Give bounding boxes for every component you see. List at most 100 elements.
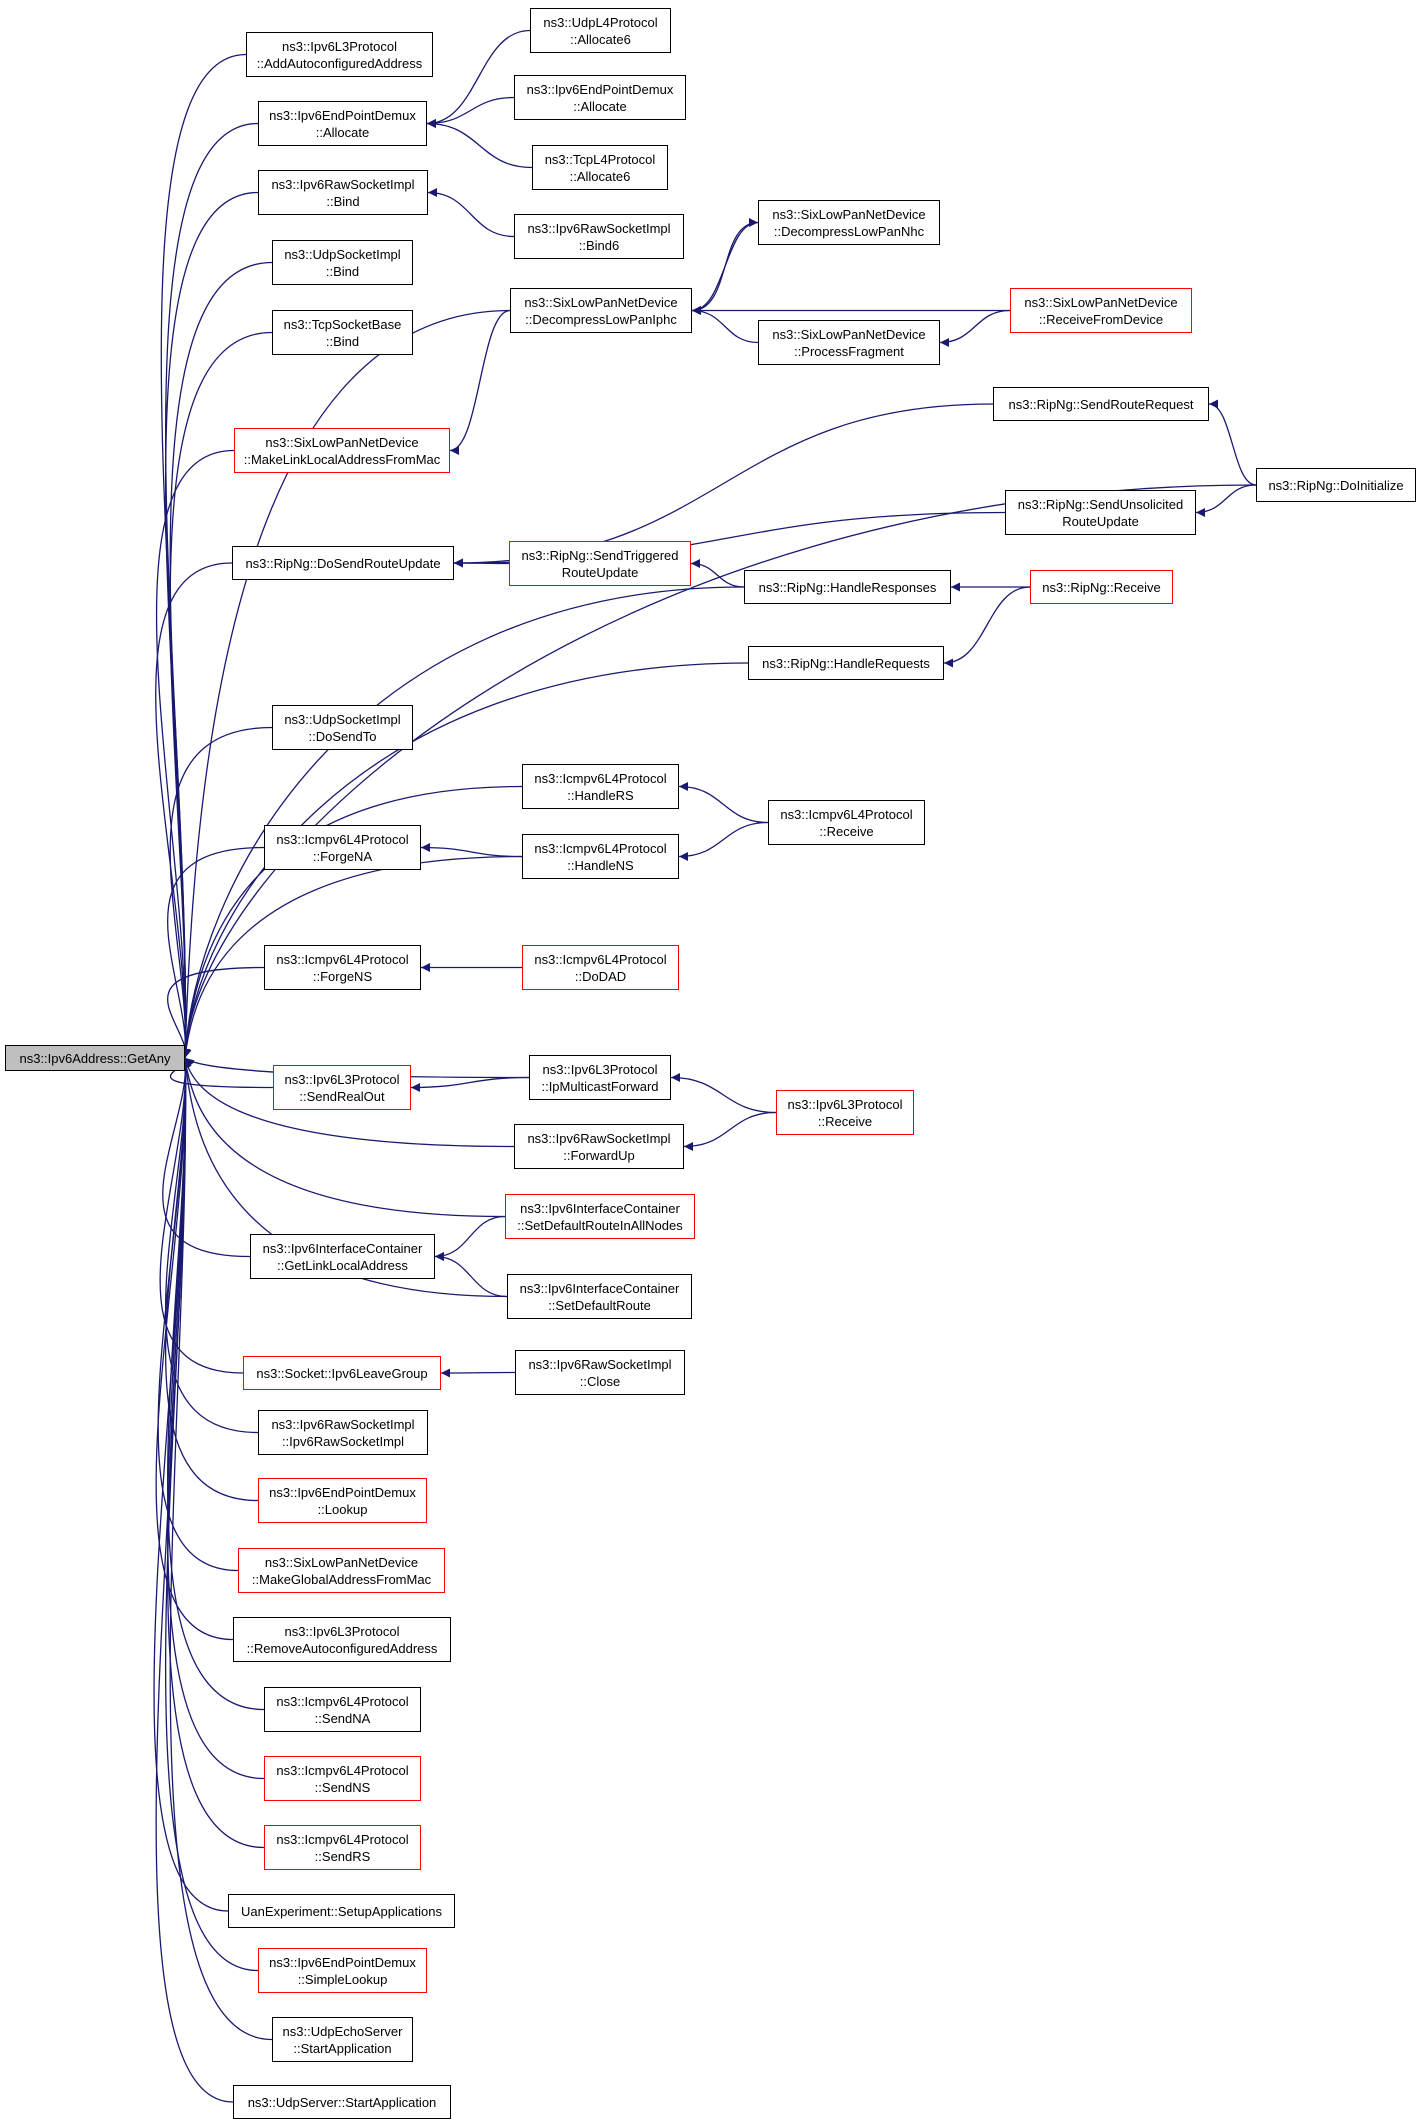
node-label-line: ns3::Icmpv6L4Protocol xyxy=(534,951,667,967)
node-label-line: ns3::UdpSocketImpl xyxy=(284,711,401,727)
node-udpl4-alloc6[interactable]: ns3::UdpL4Protocol::Allocate6 xyxy=(530,8,671,53)
node-ripng-doinit[interactable]: ns3::RipNg::DoInitialize xyxy=(1256,468,1416,502)
node-label-line: ns3::Ipv6EndPointDemux xyxy=(269,107,416,123)
node-ifc-setdefall[interactable]: ns3::Ipv6InterfaceContainer::SetDefaultR… xyxy=(505,1194,695,1239)
node-label-line: ns3::SixLowPanNetDevice xyxy=(772,206,926,222)
node-label-line: ::DecompressLowPanIphc xyxy=(525,311,677,327)
edge-ripng-sendtrig-to-ripng-dosend xyxy=(453,558,510,568)
node-rawsock-fwdup[interactable]: ns3::Ipv6RawSocketImpl::ForwardUp xyxy=(514,1124,684,1169)
node-sock-leavegroup[interactable]: ns3::Socket::Ipv6LeaveGroup xyxy=(243,1356,441,1390)
node-epd-lookup[interactable]: ns3::Ipv6EndPointDemux::Lookup xyxy=(258,1478,427,1523)
node-udpsock-bind[interactable]: ns3::UdpSocketImpl::Bind xyxy=(272,240,413,285)
node-ifc-getlinklocal[interactable]: ns3::Ipv6InterfaceContainer::GetLinkLoca… xyxy=(250,1234,435,1279)
node-label-line: ::HandleRS xyxy=(567,787,634,803)
node-six-mklinklocal[interactable]: ns3::SixLowPanNetDevice::MakeLinkLocalAd… xyxy=(234,428,450,473)
node-udpecho-start[interactable]: ns3::UdpEchoServer::StartApplication xyxy=(272,2017,413,2062)
node-label-line: ::Allocate xyxy=(573,98,627,114)
edge-ifc-setdefall-to-root xyxy=(181,1057,506,1218)
edge-ripng-doinit-to-root xyxy=(180,484,1257,1059)
edge-ifc-getlinklocal-to-root xyxy=(162,1057,251,1258)
node-ripng-handlereq[interactable]: ns3::RipNg::HandleRequests xyxy=(748,646,944,680)
node-udpsock-dosendto[interactable]: ns3::UdpSocketImpl::DoSendTo xyxy=(272,705,413,750)
node-rawsock-bind6[interactable]: ns3::Ipv6RawSocketImpl::Bind6 xyxy=(514,214,684,259)
node-label-line: RouteUpdate xyxy=(561,564,639,580)
node-label-line: ::StartApplication xyxy=(293,2040,392,2056)
node-label-line: ns3::RipNg::HandleResponses xyxy=(758,579,937,595)
edge-ifc-setdefall-to-ifc-getlinklocal xyxy=(434,1215,506,1261)
node-six-decompnhc[interactable]: ns3::SixLowPanNetDevice::DecompressLowPa… xyxy=(758,200,940,245)
node-label-line: ns3::RipNg::SendUnsolicited xyxy=(1017,496,1184,512)
edge-ripng-receive-to-ripng-handlereq xyxy=(943,586,1031,668)
node-six-procfrag[interactable]: ns3::SixLowPanNetDevice::ProcessFragment xyxy=(758,320,940,365)
node-label-line: ns3::Ipv6EndPointDemux xyxy=(269,1954,416,1970)
node-epd-simplelookup[interactable]: ns3::Ipv6EndPointDemux::SimpleLookup xyxy=(258,1948,427,1993)
node-label-line: ns3::SixLowPanNetDevice xyxy=(265,434,419,450)
node-ripng-sendroutereq[interactable]: ns3::RipNg::SendRouteRequest xyxy=(993,387,1209,421)
edge-l3-receive-to-l3-ipmcast xyxy=(670,1073,777,1114)
edge-rawsock-close-to-sock-leavegroup xyxy=(440,1368,516,1378)
node-label-line: ns3::TcpL4Protocol xyxy=(544,151,656,167)
node-label-line: ns3::Ipv6L3Protocol xyxy=(542,1061,658,1077)
edge-ripng-handlereq-to-root xyxy=(181,662,749,1059)
edge-ripng-handleresp-to-root xyxy=(180,586,745,1059)
node-six-recvfrom[interactable]: ns3::SixLowPanNetDevice::ReceiveFromDevi… xyxy=(1010,288,1192,333)
node-label-line: ns3::Ipv6RawSocketImpl xyxy=(271,1416,415,1432)
node-icmp-sendns[interactable]: ns3::Icmpv6L4Protocol::SendNS xyxy=(264,1756,421,1801)
node-six-decompiphc[interactable]: ns3::SixLowPanNetDevice::DecompressLowPa… xyxy=(510,288,692,333)
edge-tcpl4-alloc6-to-epd-alloc xyxy=(426,119,533,169)
node-icmp-handlers[interactable]: ns3::Icmpv6L4Protocol::HandleRS xyxy=(522,764,679,809)
node-epd-alloc2[interactable]: ns3::Ipv6EndPointDemux::Allocate xyxy=(514,75,686,120)
node-rawsock-close[interactable]: ns3::Ipv6RawSocketImpl::Close xyxy=(515,1350,685,1395)
node-l3-removeauto[interactable]: ns3::Ipv6L3Protocol::RemoveAutoconfigure… xyxy=(233,1617,451,1662)
node-label-line: RouteUpdate xyxy=(1062,513,1139,529)
node-label-line: ::SendNA xyxy=(314,1710,371,1726)
edge-epd-alloc2-to-epd-alloc xyxy=(426,96,515,128)
node-icmp-sendrs[interactable]: ns3::Icmpv6L4Protocol::SendRS xyxy=(264,1825,421,1870)
node-six-mkglobal[interactable]: ns3::SixLowPanNetDevice::MakeGlobalAddre… xyxy=(238,1548,445,1593)
node-label-line: ns3::RipNg::DoInitialize xyxy=(1268,477,1404,493)
node-udpserver-start[interactable]: ns3::UdpServer::StartApplication xyxy=(233,2085,451,2119)
node-label-line: ns3::UdpSocketImpl xyxy=(284,246,401,262)
node-rawsock-ctor[interactable]: ns3::Ipv6RawSocketImpl::Ipv6RawSocketImp… xyxy=(258,1410,428,1455)
node-icmp-sendna[interactable]: ns3::Icmpv6L4Protocol::SendNA xyxy=(264,1687,421,1732)
node-ripng-dosend[interactable]: ns3::RipNg::DoSendRouteUpdate xyxy=(232,546,454,580)
node-uan-setup[interactable]: UanExperiment::SetupApplications xyxy=(228,1894,455,1928)
node-label-line: ns3::Icmpv6L4Protocol xyxy=(534,770,667,786)
node-tcpsock-bind[interactable]: ns3::TcpSocketBase::Bind xyxy=(272,310,413,355)
edge-ripng-doinit-to-ripng-sendroutereq xyxy=(1208,399,1257,486)
node-label-line: ::Receive xyxy=(817,1113,873,1129)
node-icmp-handlens[interactable]: ns3::Icmpv6L4Protocol::HandleNS xyxy=(522,834,679,879)
edge-icmp-handlens-to-icmp-forgena xyxy=(420,843,523,858)
node-icmp-dodad[interactable]: ns3::Icmpv6L4Protocol::DoDAD xyxy=(522,945,679,990)
node-icmp-forgena[interactable]: ns3::Icmpv6L4Protocol::ForgeNA xyxy=(264,825,421,870)
node-epd-alloc[interactable]: ns3::Ipv6EndPointDemux::Allocate xyxy=(258,101,427,146)
node-root[interactable]: ns3::Ipv6Address::GetAny xyxy=(5,1045,185,1071)
node-l3-ipmcast[interactable]: ns3::Ipv6L3Protocol::IpMulticastForward xyxy=(529,1055,671,1100)
node-ifc-setdef[interactable]: ns3::Ipv6InterfaceContainer::SetDefaultR… xyxy=(507,1274,692,1319)
node-l3-addauto[interactable]: ns3::Ipv6L3Protocol::AddAutoconfiguredAd… xyxy=(246,32,433,77)
edge-six-procfrag-to-six-decompiphc xyxy=(691,306,759,344)
node-ripng-handleresp[interactable]: ns3::RipNg::HandleResponses xyxy=(744,570,951,604)
node-label-line: ::Allocate6 xyxy=(569,168,631,184)
node-label-line: ::AddAutoconfiguredAddress xyxy=(256,55,423,71)
node-rawsock-bind[interactable]: ns3::Ipv6RawSocketImpl::Bind xyxy=(258,170,428,215)
node-tcpl4-alloc6[interactable]: ns3::TcpL4Protocol::Allocate6 xyxy=(532,145,668,190)
node-label-line: ::ForgeNA xyxy=(312,848,373,864)
edge-udpserver-start-to-root xyxy=(155,1057,234,2103)
edge-udpsock-dosendto-to-root xyxy=(169,726,273,1059)
node-l3-sendrealout[interactable]: ns3::Ipv6L3Protocol::SendRealOut xyxy=(273,1065,411,1110)
node-label-line: ::MakeGlobalAddressFromMac xyxy=(251,1571,432,1587)
node-label-line: ::DoSendTo xyxy=(308,728,377,744)
node-label-line: ns3::Socket::Ipv6LeaveGroup xyxy=(256,1365,428,1381)
node-icmp-receive[interactable]: ns3::Icmpv6L4Protocol::Receive xyxy=(768,800,925,845)
node-label-line: ns3::RipNg::HandleRequests xyxy=(762,655,930,671)
edge-six-decompiphc-to-six-mklinklocal xyxy=(449,309,511,455)
node-label-line: ::DoDAD xyxy=(574,968,627,984)
node-label-line: ::Lookup xyxy=(317,1501,368,1517)
node-ripng-receive[interactable]: ns3::RipNg::Receive xyxy=(1030,570,1173,604)
node-icmp-forgens[interactable]: ns3::Icmpv6L4Protocol::ForgeNS xyxy=(264,945,421,990)
node-label-line: ::SendNS xyxy=(314,1779,371,1795)
node-l3-receive[interactable]: ns3::Ipv6L3Protocol::Receive xyxy=(776,1090,914,1135)
